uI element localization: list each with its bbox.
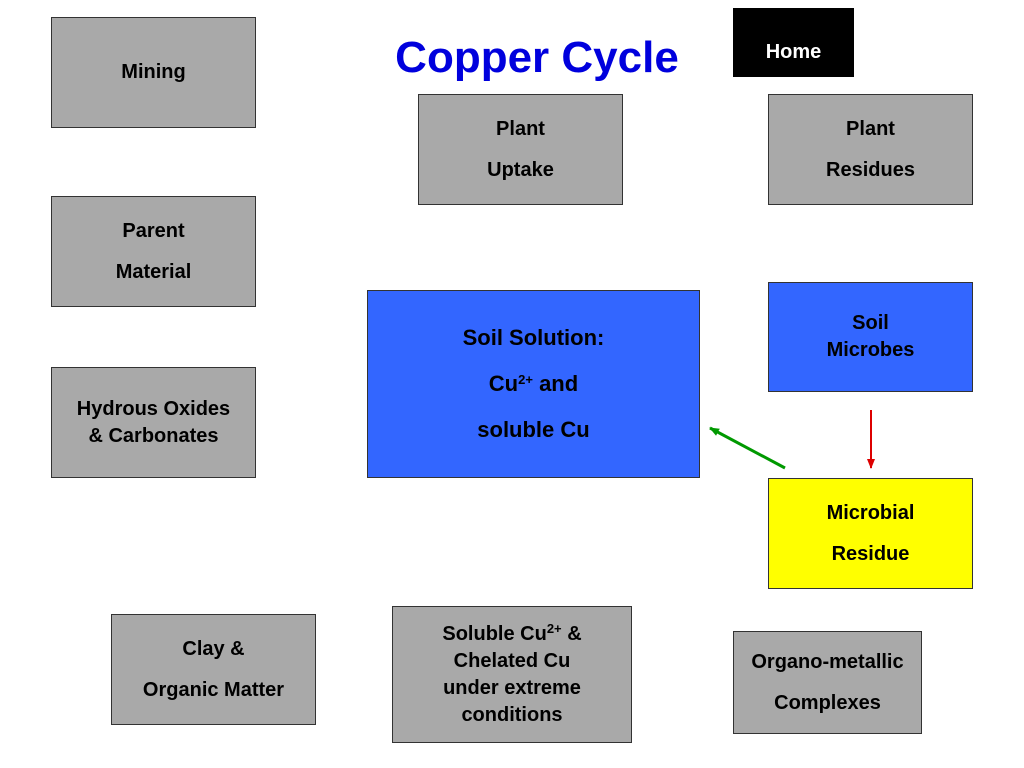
arrow-microbial-residue-to-soil-solution (709, 426, 786, 470)
node-organo-metallic-line2: Complexes (774, 691, 881, 714)
node-microbial-residue-line1: Microbial (826, 501, 915, 524)
node-soil-microbes-line2: Microbes (826, 339, 915, 361)
node-parent-material: Parent Material (51, 196, 256, 307)
node-soluble-chelated-line4: conditions (461, 703, 563, 726)
node-soil-microbes-line1: Soil (852, 312, 889, 334)
node-soil-microbes: Soil Microbes (768, 282, 973, 392)
node-soil-solution-line1: Soil Solution: (462, 325, 605, 350)
node-clay-organic-line2: Organic Matter (142, 678, 285, 701)
node-parent-material-line2: Material (115, 260, 192, 283)
node-plant-uptake: Plant Uptake (418, 94, 623, 205)
node-organo-metallic: Organo-metallic Complexes (733, 631, 922, 734)
node-mining: Mining (51, 17, 256, 128)
node-clay-organic-line1: Clay & (182, 637, 245, 660)
node-plant-residues-line1: Plant (846, 117, 895, 140)
node-microbial-residue-line2: Residue (831, 542, 910, 565)
charge-superscript: 2+ (546, 620, 562, 636)
node-hydrous-oxides-line2: & Carbonates (88, 424, 219, 447)
node-soluble-chelated-line3: under extreme (443, 676, 581, 699)
node-organo-metallic-line1: Organo-metallic (751, 650, 904, 673)
node-hydrous-oxides-line1: Hydrous Oxides (76, 397, 231, 420)
node-soil-solution-line2: Cu2+ and (489, 361, 578, 407)
node-soil-solution-line3: soluble Cu (477, 417, 590, 442)
node-plant-uptake-line2: Uptake (487, 158, 554, 181)
node-hydrous-oxides: Hydrous Oxides & Carbonates (51, 367, 256, 478)
ampersand-text: & (561, 622, 582, 645)
diagram-title: Copper Cycle (395, 33, 679, 82)
node-plant-residues-line2: Residues (826, 158, 915, 181)
soluble-cu-text: Soluble Cu (442, 622, 547, 645)
cu-text: Cu (488, 371, 519, 396)
node-clay-organic: Clay & Organic Matter (111, 614, 316, 725)
node-microbial-residue: Microbial Residue (768, 478, 973, 589)
node-plant-residues: Plant Residues (768, 94, 973, 205)
home-button[interactable]: Home (733, 8, 854, 77)
node-soluble-chelated-line1: Soluble Cu2+ & (442, 621, 581, 648)
node-parent-material-line1: Parent (122, 219, 185, 242)
node-plant-uptake-line1: Plant (496, 117, 545, 140)
node-soluble-chelated-line2: Chelated Cu (453, 649, 571, 672)
node-soluble-chelated: Soluble Cu2+ & Chelated Cu under extreme… (392, 606, 632, 743)
and-text: and (532, 371, 579, 396)
node-mining-label: Mining (121, 61, 186, 83)
node-soil-solution: Soil Solution: Cu2+ and soluble Cu (367, 290, 700, 478)
charge-superscript: 2+ (518, 372, 533, 387)
